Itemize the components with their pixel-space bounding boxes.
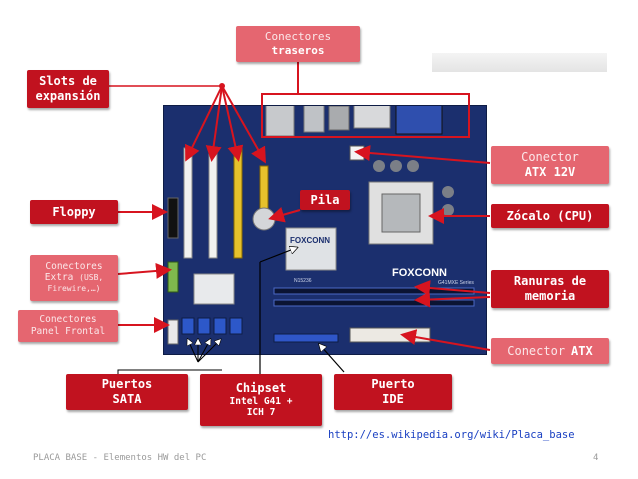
label-ranuras-memoria: Ranuras de memoria	[491, 270, 609, 308]
label-text: Conectores	[264, 30, 332, 44]
ide-connector	[273, 333, 339, 343]
label-text: memoria	[524, 289, 576, 303]
label-zocalo: Zócalo (CPU)	[491, 204, 609, 228]
label-text: Puerto	[371, 377, 415, 391]
capacitor	[407, 160, 419, 172]
capacitor	[442, 204, 454, 216]
wikipedia-link[interactable]: http://es.wikipedia.org/wiki/Placa_base	[328, 429, 575, 441]
footer-title: PLACA BASE - Elementos HW del PC	[33, 453, 207, 463]
label-text: IDE	[382, 392, 404, 406]
motherboard: FOXCONN FOXCONN G41MXE Series N15236	[163, 93, 487, 355]
slot-arrow	[221, 85, 244, 162]
label-text: (USB,	[79, 273, 104, 283]
sata-port	[213, 317, 227, 335]
label-chipset: Chipset Intel G41 + ICH 7	[200, 374, 322, 426]
label-text: Ranuras de	[513, 274, 587, 288]
sata-arrow	[188, 340, 199, 363]
sata-arrow	[197, 340, 210, 363]
label-text: ICH 7	[246, 407, 276, 419]
label-text: Floppy	[52, 204, 96, 219]
label-text-row: Extra (USB,	[44, 272, 104, 284]
chipset-heatsink	[285, 227, 337, 271]
decorative-bar	[432, 53, 607, 72]
label-conector-atx12v: Conector ATX 12V	[491, 146, 609, 184]
floppy-connector	[167, 197, 179, 239]
label-text: ATX	[571, 343, 593, 358]
rear-io-audio	[328, 105, 350, 131]
label-text: Panel Frontal	[30, 326, 106, 337]
label-text: Extra	[44, 272, 74, 284]
slot-arrow	[221, 85, 266, 164]
ide-arrow	[320, 345, 345, 373]
label-text: SATA	[112, 392, 142, 406]
sata-bracket	[117, 369, 222, 375]
chipset-arrow	[259, 248, 296, 263]
extra-arrow	[117, 262, 172, 279]
sata-arrow	[197, 340, 220, 363]
label-pila: Pila	[300, 190, 350, 210]
label-text: Puertos	[101, 377, 153, 391]
label-text: Slots de	[39, 74, 97, 88]
capacitor	[373, 160, 385, 172]
memory-slot-2	[273, 299, 475, 307]
slot-arrow	[185, 85, 223, 162]
atx12v-arrow	[354, 145, 491, 164]
cpu-socket-inner	[381, 193, 421, 233]
label-text: Firewire,…)	[47, 284, 101, 294]
label-text: Conector	[507, 343, 566, 358]
label-conectores-panel: Conectores Panel Frontal	[18, 310, 118, 342]
label-text: Conectores	[39, 314, 97, 326]
label-text: expansión	[35, 89, 101, 103]
slot-arrow	[205, 85, 223, 162]
label-conectores-traseros: Conectores traseros	[236, 26, 360, 62]
pila-arrow	[268, 207, 301, 223]
memory-arrow	[414, 280, 491, 296]
label-floppy: Floppy	[30, 200, 118, 224]
board-model: G41MXE Series	[438, 280, 474, 286]
label-text: Conector	[521, 150, 579, 164]
label-text: Zócalo (CPU)	[506, 208, 594, 223]
label-text: Intel G41 +	[229, 395, 293, 407]
capacitor	[390, 160, 402, 172]
label-text: Pila	[310, 192, 340, 207]
page-number: 4	[593, 453, 599, 463]
label-puerto-ide: Puerto IDE	[334, 374, 452, 410]
label-text: Conectores	[45, 261, 103, 273]
label-text: ATX 12V	[524, 165, 576, 179]
atx-arrow	[400, 329, 491, 351]
label-text: traseros	[271, 44, 325, 57]
board-chip: N15236	[294, 278, 312, 284]
sata-port	[229, 317, 243, 335]
sata-port	[181, 317, 195, 335]
sata-port	[197, 317, 211, 335]
memory-arrow	[414, 291, 491, 308]
label-slots-expansion: Slots de expansión	[27, 70, 109, 108]
label-puertos-sata: Puertos SATA	[66, 374, 188, 410]
board-brand: FOXCONN	[392, 267, 447, 279]
rear-connectors-frame	[261, 93, 470, 138]
chip-block	[193, 273, 235, 305]
label-conector-atx: Conector ATX	[491, 338, 609, 364]
label-text: Chipset	[235, 381, 287, 396]
label-conectores-extra: Conectores Extra (USB, Firewire,…)	[30, 255, 118, 301]
board-brand-small: FOXCONN	[290, 236, 330, 245]
capacitor	[442, 186, 454, 198]
